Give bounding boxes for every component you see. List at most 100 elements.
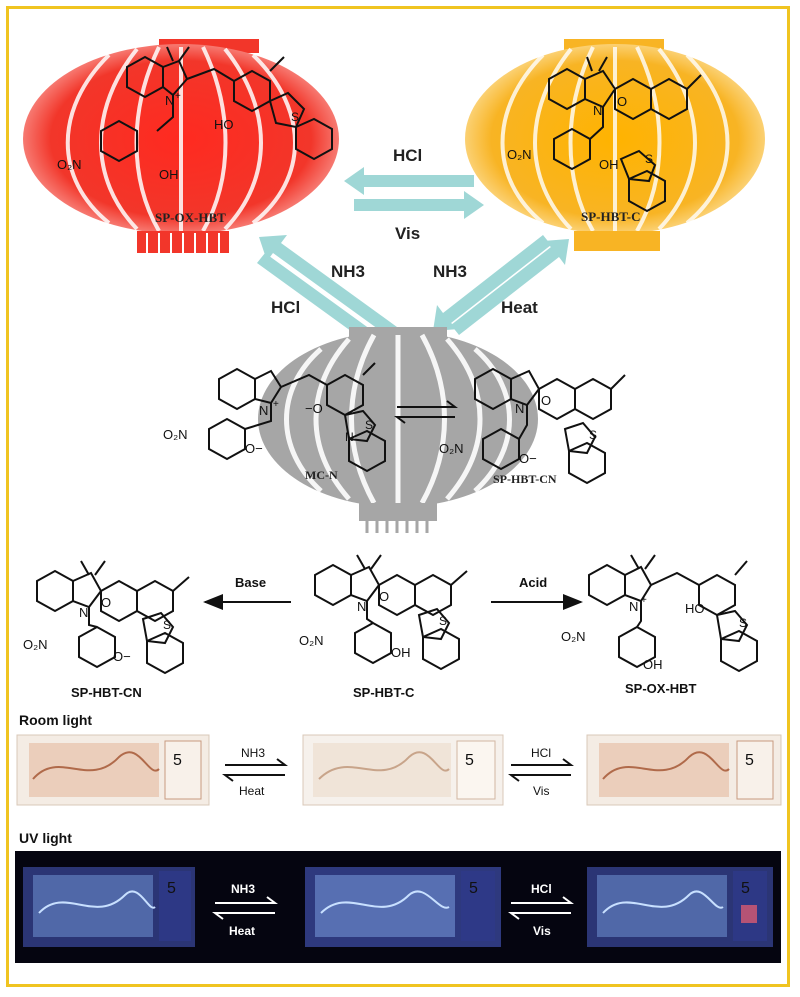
atom-minus-o-mcn: −O: [305, 401, 323, 416]
atom-s: S: [291, 110, 299, 124]
sp-hbt-c-structure-top: [548, 56, 702, 213]
room-arrow-2: [508, 758, 574, 782]
atom-n-mid-center: N: [357, 599, 366, 614]
atom-s-mcn: S: [365, 418, 373, 432]
room-light-title: Room light: [19, 712, 92, 728]
atom-oh-mid-right: OH: [643, 657, 663, 672]
atom-n-mid-right: N: [629, 599, 638, 614]
yellow-lantern-base: [574, 231, 660, 251]
atom-s-yellow: S: [645, 152, 653, 166]
room-banknote-3-value: 5: [745, 752, 754, 769]
label-right-nh3: NH3: [433, 262, 467, 281]
room-label-vis: Vis: [533, 784, 549, 798]
arrow-right-up: [451, 239, 569, 335]
room-label-nh3: NH3: [241, 746, 265, 760]
atom-no2-yellow: O₂N: [507, 147, 532, 162]
atom-s-mid-left: S: [163, 618, 171, 632]
arrow-top-left: [344, 167, 474, 195]
label-sp-hbt-cn-top: SP-HBT-CN: [493, 472, 557, 486]
atom-s-mid-center: S: [439, 614, 447, 628]
atom-n-mid-left: N: [79, 605, 88, 620]
figure-canvas: N + HO S O₂N OH SP-OX-HBT N O O₂N OH S: [15, 39, 782, 963]
room-label-heat: Heat: [239, 784, 265, 798]
gray-lantern-base: [359, 503, 437, 521]
atom-no2-mid-right: O₂N: [561, 629, 586, 644]
yellow-lantern-ribs: [500, 46, 730, 232]
atom-ho-mid-right: HO: [685, 601, 705, 616]
atom-charge-mcn: +: [273, 399, 279, 410]
atom-n-cn: N: [515, 401, 524, 416]
atom-o-yellow: O: [617, 94, 627, 109]
atom-no2-mid-center: O₂N: [299, 633, 324, 648]
red-lantern: [23, 39, 339, 253]
label-top-vis: Vis: [395, 224, 420, 243]
atom-ho: HO: [214, 117, 234, 132]
atom-o-cn: O: [541, 393, 551, 408]
arrow-top-pair: [344, 167, 484, 219]
atom-o-minus-mcn: O−: [245, 441, 263, 456]
uv-label-heat: Heat: [229, 924, 255, 938]
room-banknote-2-value: 5: [465, 752, 474, 769]
sp-hbt-cn-structure: [36, 560, 190, 675]
atom-charge: +: [175, 91, 181, 102]
arrow-left-up: [259, 235, 397, 337]
arrow-right-pair: [433, 235, 569, 335]
atom-n-mcn: N: [259, 403, 268, 418]
sp-hbt-c-structure: [314, 554, 468, 671]
label-sp-hbt-c-mid: SP-HBT-C: [353, 685, 415, 700]
atom-oh: OH: [159, 167, 179, 182]
label-base: Base: [235, 575, 266, 590]
uv-label-hcl: HCl: [531, 882, 552, 896]
atom-o-mid-center: O: [379, 589, 389, 604]
atom-no2-mid-left: O₂N: [23, 637, 48, 652]
label-left-hcl: HCl: [271, 298, 300, 317]
label-sp-hbt-cn-mid: SP-HBT-CN: [71, 685, 142, 700]
atom-oh-mid-center: OH: [391, 645, 411, 660]
atom-o-mid-left: O: [101, 595, 111, 610]
label-acid: Acid: [519, 575, 547, 590]
uv-banknote-1-value: 5: [167, 880, 176, 897]
label-top-hcl: HCl: [393, 146, 422, 165]
label-sp-hbt-c-top: SP-HBT-C: [581, 209, 640, 224]
label-sp-ox-hbt-top: SP-OX-HBT: [155, 210, 226, 225]
gray-lantern: [258, 327, 538, 533]
atom-no2-cn: O₂N: [439, 441, 464, 456]
uv-banknote-2-value: 5: [469, 880, 478, 897]
label-right-heat: Heat: [501, 298, 538, 317]
room-label-hcl: HCl: [531, 746, 551, 760]
uv-label-vis: Vis: [533, 924, 551, 938]
label-mc-n: MC-N: [305, 468, 338, 482]
atom-s-cn: S: [589, 428, 597, 442]
arrow-top-right: [354, 191, 484, 219]
atom-no2-mcn: O₂N: [163, 427, 188, 442]
room-banknote-1: 5: [16, 734, 210, 806]
room-banknote-3: 5: [586, 734, 782, 806]
atom-no2: O₂N: [57, 157, 82, 172]
uv-arrow-1: [212, 896, 278, 920]
red-lantern-tassel: [146, 233, 220, 253]
label-left-nh3: NH3: [331, 262, 365, 281]
equilibrium-arrows: [394, 400, 458, 424]
atom-oh-yellow: OH: [599, 157, 619, 172]
gray-lantern-tassel: [365, 521, 429, 533]
sp-ox-hbt-structure-mid: [588, 554, 758, 673]
label-sp-ox-hbt-mid: SP-OX-HBT: [625, 681, 697, 696]
figure-frame: N + HO S O₂N OH SP-OX-HBT N O O₂N OH S: [6, 6, 790, 987]
sp-ox-hbt-structure: [100, 46, 333, 163]
uv-label-nh3: NH3: [231, 882, 255, 896]
uv-banknote-3: 5: [587, 867, 773, 947]
gray-lantern-ribs: [284, 333, 512, 505]
atom-o-minus-cn: O−: [519, 451, 537, 466]
atom-n-yellow: N: [593, 103, 602, 118]
atom-n2-mcn: N: [345, 430, 354, 444]
uv-banknote-1: 5: [23, 867, 195, 947]
room-banknote-2: 5: [302, 734, 504, 806]
room-arrow-1: [222, 758, 288, 782]
yellow-lantern: [465, 39, 765, 251]
room-banknote-1-value: 5: [173, 752, 182, 769]
atom-n-plus: N: [165, 93, 174, 108]
atom-s-mid-right: S: [739, 616, 747, 630]
sp-hbt-cn-structure-top: [474, 367, 626, 485]
atom-charge-mid-right: +: [641, 595, 647, 606]
uv-banknote-3-value: 5: [741, 880, 750, 897]
